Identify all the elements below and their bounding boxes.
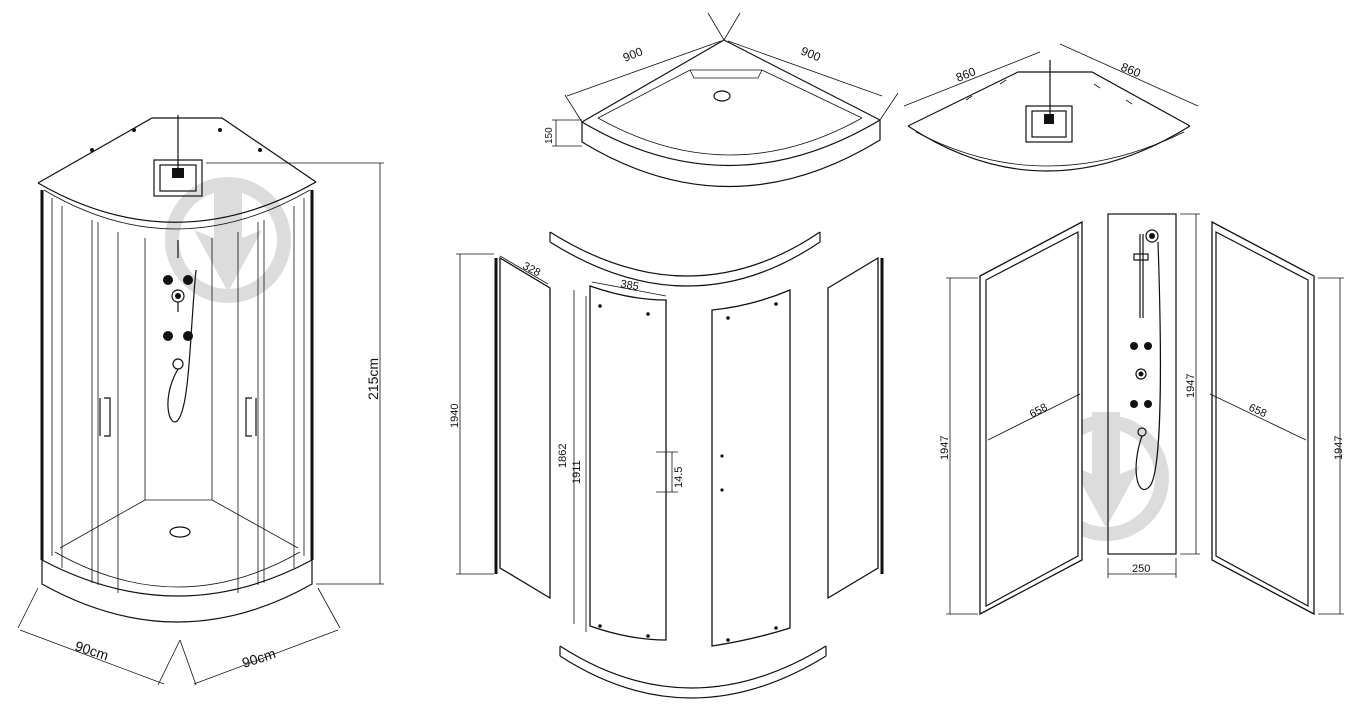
- cabin-height-dimension: 215cm: [206, 162, 384, 585]
- back-left-height-label: 1947: [939, 436, 951, 460]
- door-height-inner-label: 1862: [557, 444, 569, 468]
- roof-top: 860 860: [903, 43, 1199, 172]
- assembled-cabin: [37, 115, 317, 623]
- tray-height-label: 150: [544, 127, 555, 144]
- tray-side-right-label: 900: [799, 44, 823, 65]
- shower-tray: 900 900 150: [544, 12, 899, 188]
- tray-side-left-label: 900: [621, 44, 645, 65]
- column-width-label: 250: [1132, 563, 1150, 575]
- handle-spacing-label: 14.5: [673, 467, 685, 488]
- door-height-outer-label: 1911: [571, 460, 583, 484]
- back-panels: 1947 658 1947 250 658 1947: [939, 213, 1345, 616]
- door-width-label: 385: [619, 278, 639, 293]
- cabin-height-label: 215cm: [365, 358, 381, 400]
- depth-right-label: 90cm: [240, 645, 278, 671]
- cabin-depth-dimensions: 90cm 90cm: [17, 587, 341, 686]
- roof-side-right-label: 860: [1119, 60, 1143, 81]
- column-height-label: 1947: [1185, 374, 1197, 398]
- roof-side-left-label: 860: [954, 64, 978, 85]
- depth-left-label: 90cm: [73, 638, 111, 664]
- fixed-height-label: 1940: [449, 404, 461, 428]
- watermark-logo-left: [165, 177, 291, 303]
- back-right-height-label: 1947: [1333, 436, 1345, 460]
- exploded-panels: 1940 328 385 1862 1911 14.5: [449, 231, 884, 699]
